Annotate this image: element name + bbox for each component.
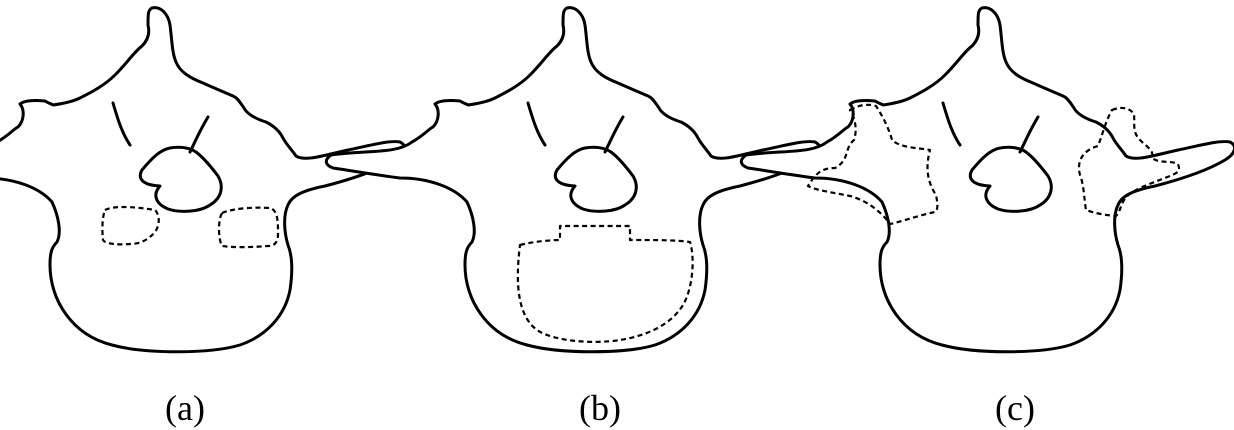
- panel-a: (a): [0, 8, 405, 428]
- panel-c: (c): [741, 8, 1234, 428]
- panel-label-b: (b): [579, 388, 621, 428]
- panel-label-c: (c): [995, 388, 1035, 428]
- panel-b: (b): [326, 8, 819, 428]
- panel-label-a: (a): [165, 388, 205, 428]
